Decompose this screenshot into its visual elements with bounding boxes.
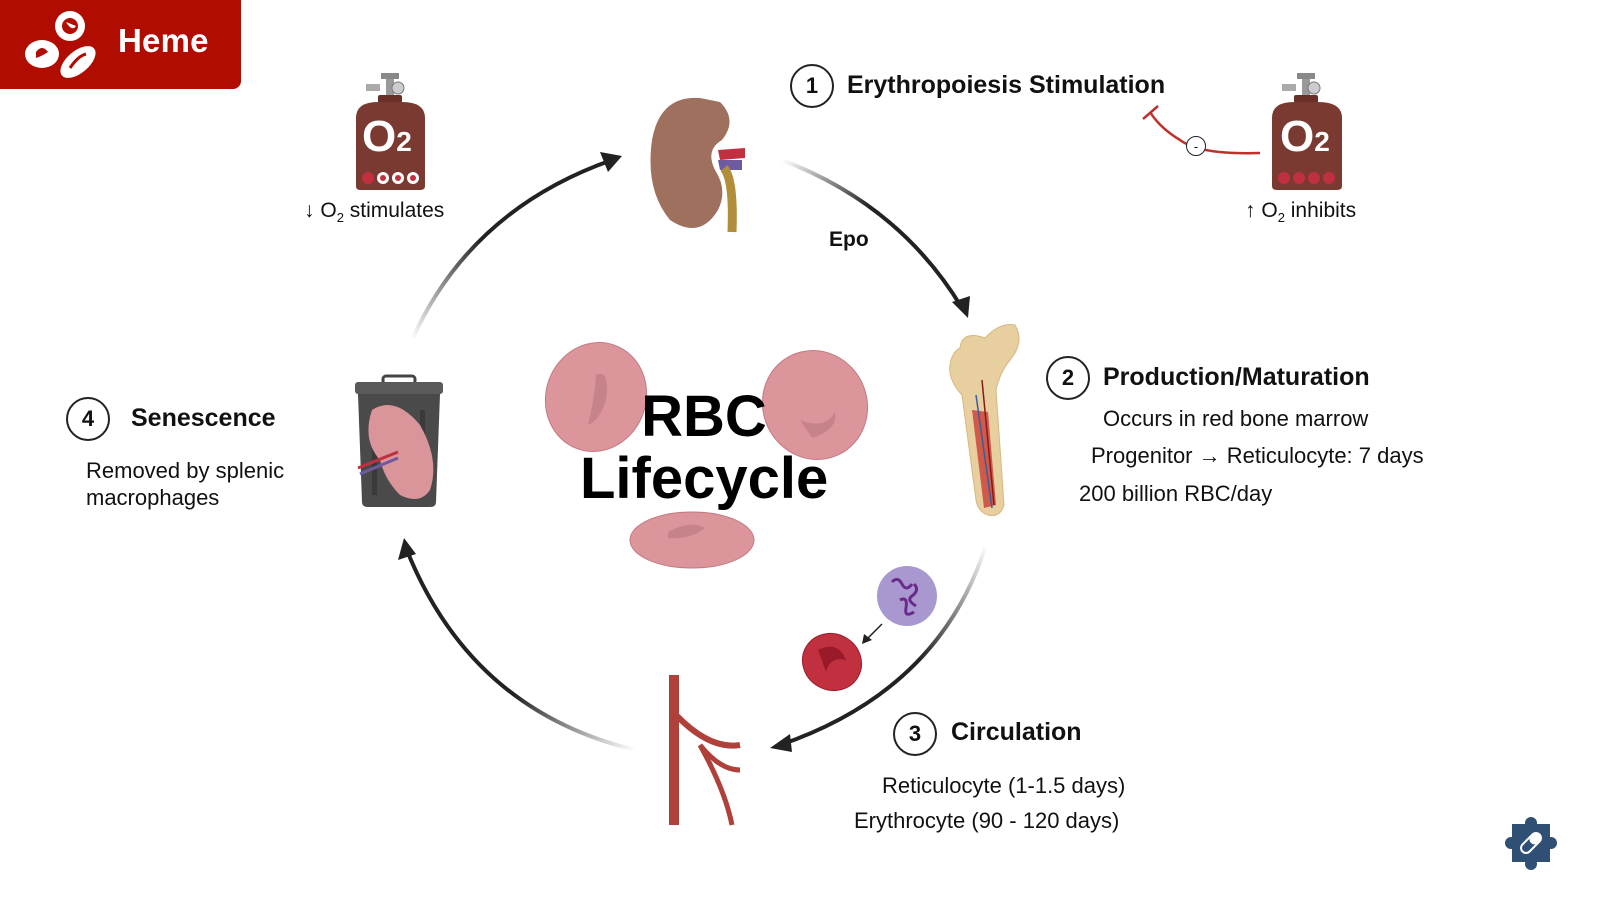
reticulocyte-icon	[877, 566, 937, 626]
o2-text: inhibits	[1284, 199, 1357, 222]
header-badge: Heme	[0, 0, 241, 89]
step-number-3: 3	[893, 712, 937, 756]
center-title-line-1: RBC	[641, 384, 767, 449]
blood-vessel-icon	[669, 675, 741, 826]
rbc-cluster-icon	[544, 342, 869, 569]
header-title: Heme	[118, 22, 209, 59]
o2-symbol: O	[1261, 199, 1278, 222]
step-2-line-1: Occurs in red bone marrow	[1103, 406, 1369, 431]
inhibition-line	[1148, 111, 1261, 155]
center-title-line-2: Lifecycle	[580, 446, 829, 511]
step-2-line-2: Progenitor → Reticulocyte: 7 days	[1091, 443, 1424, 468]
trash-spleen-icon	[355, 374, 443, 507]
o2-subscript: 2	[336, 210, 344, 226]
arrow-circulation-to-senescence	[404, 547, 636, 752]
down-arrow-icon: ↓	[304, 199, 315, 222]
o2-stimulates-label: ↓ O2 stimulates	[304, 199, 444, 225]
oxygen-tank-icon-left	[356, 73, 425, 190]
oxygen-tank-icon-right	[1272, 73, 1342, 190]
tank-sub: 2	[1314, 126, 1330, 157]
puzzle-pill-icon[interactable]	[1502, 814, 1560, 874]
step-3-line-1: Reticulocyte (1-1.5 days)	[882, 773, 1126, 798]
o2-symbol: O	[320, 199, 337, 222]
o2-subscript: 2	[1277, 210, 1285, 226]
arrowhead	[952, 296, 970, 318]
step-title-1: Erythropoiesis Stimulation	[847, 71, 1166, 99]
tank-label-right: O2	[1280, 112, 1330, 162]
arrowhead	[398, 538, 416, 560]
tank-o: O	[362, 112, 397, 161]
step-title-3: Circulation	[951, 718, 1082, 746]
step-4-line-2: macrophages	[86, 485, 220, 510]
red-blood-cells-icon	[25, 11, 96, 78]
arrowhead	[600, 152, 622, 172]
step-2-line-3: 200 billion RBC/day	[1079, 481, 1273, 506]
tank-o: O	[1280, 112, 1315, 161]
step-number-1: 1	[790, 64, 834, 108]
erythrocyte-icon	[801, 632, 863, 692]
step-title-2: Production/Maturation	[1103, 363, 1370, 391]
arrowhead	[770, 734, 792, 752]
up-arrow-icon: ↑	[1245, 199, 1256, 222]
bone-marrow-icon	[949, 324, 1020, 516]
step-number-2: 2	[1046, 356, 1090, 400]
tank-label-left: O2	[362, 112, 412, 162]
step-number-4: 4	[66, 397, 110, 441]
arrow-senescence-to-stimulation	[410, 158, 613, 341]
epo-label: Epo	[829, 228, 869, 251]
step-4-line-1: Removed by splenic	[86, 458, 285, 483]
o2-text: stimulates	[343, 199, 445, 222]
step-3-line-2: Erythrocyte (90 - 120 days)	[854, 808, 1120, 833]
step-title-4: Senescence	[131, 404, 276, 432]
kidney-icon	[650, 97, 745, 233]
inhibit-sign: -	[1186, 136, 1206, 156]
arrow-stimulation-to-production	[781, 158, 964, 310]
o2-inhibits-label: ↑ O2 inhibits	[1245, 199, 1356, 225]
arrow-production-to-circulation	[779, 544, 988, 747]
tank-sub: 2	[396, 126, 412, 157]
center-title: RBC Lifecycle	[580, 386, 828, 510]
